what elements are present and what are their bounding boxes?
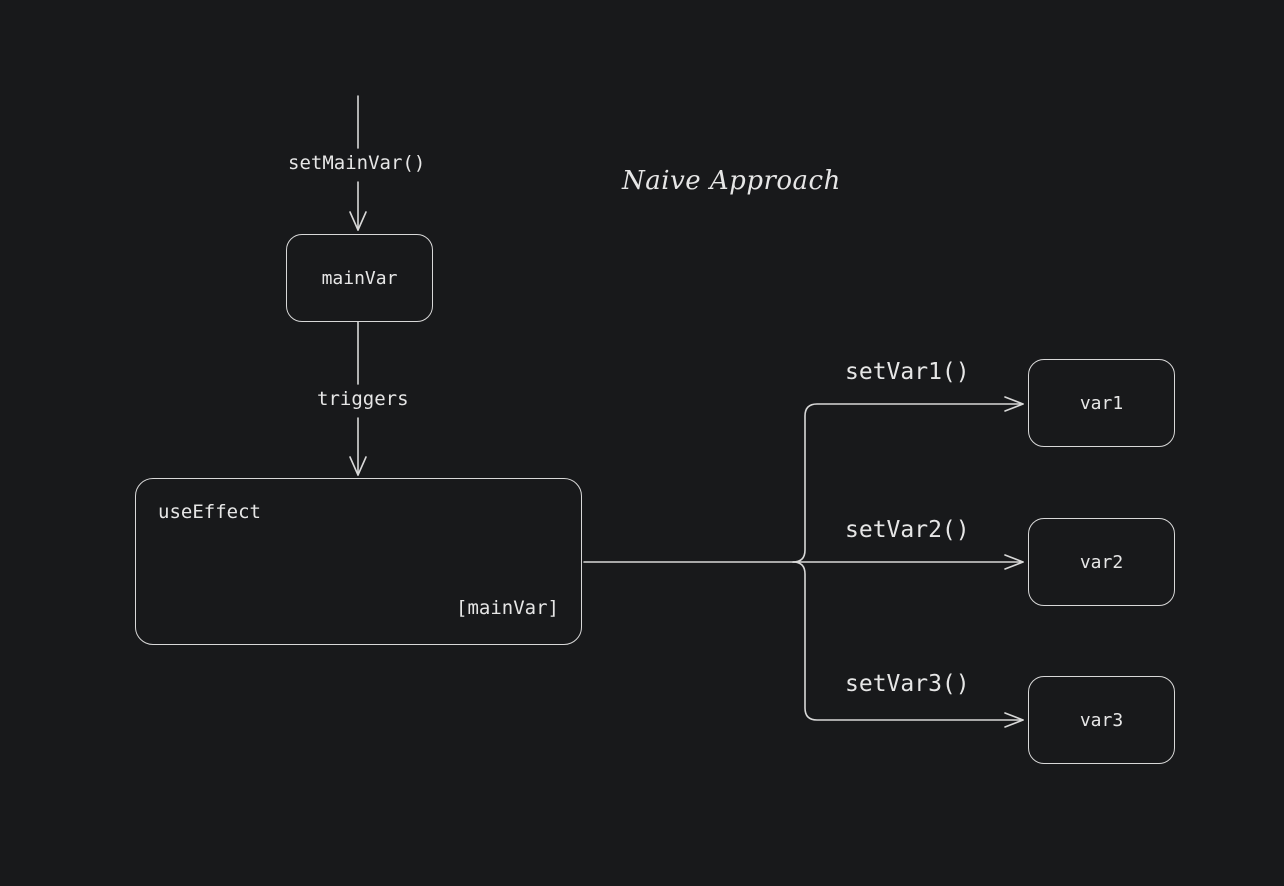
main-var-node: mainVar <box>286 234 433 322</box>
var2-node: var2 <box>1028 518 1175 606</box>
branch-label-var2: setVar2() <box>845 517 970 543</box>
setter-edge-label: setMainVar() <box>288 152 426 174</box>
main-var-node-label: mainVar <box>321 267 398 289</box>
var3-node-label: var3 <box>1079 709 1124 731</box>
branch-arrow-var3 <box>792 561 1024 721</box>
var2-node-label: var2 <box>1079 551 1124 573</box>
diagram-title: Naive Approach <box>622 166 841 196</box>
use-effect-node: useEffect [mainVar] <box>135 478 582 645</box>
branch-label-var3: setVar3() <box>845 671 970 697</box>
branch-arrowhead-var3 <box>1004 712 1024 728</box>
branch-arrowhead-var1 <box>1004 396 1024 412</box>
trigger-arrowhead <box>349 456 367 476</box>
var1-node: var1 <box>1028 359 1175 447</box>
branch-label-var1: setVar1() <box>845 359 970 385</box>
use-effect-deps-label: [mainVar] <box>456 597 559 619</box>
use-effect-name-label: useEffect <box>158 501 261 523</box>
branch-arrow-var1 <box>792 403 1024 563</box>
var3-node: var3 <box>1028 676 1175 764</box>
var1-node-label: var1 <box>1079 392 1124 414</box>
setter-arrowhead <box>349 211 367 231</box>
trigger-edge-label: triggers <box>317 388 409 410</box>
branch-arrowhead-var2 <box>1004 554 1024 570</box>
